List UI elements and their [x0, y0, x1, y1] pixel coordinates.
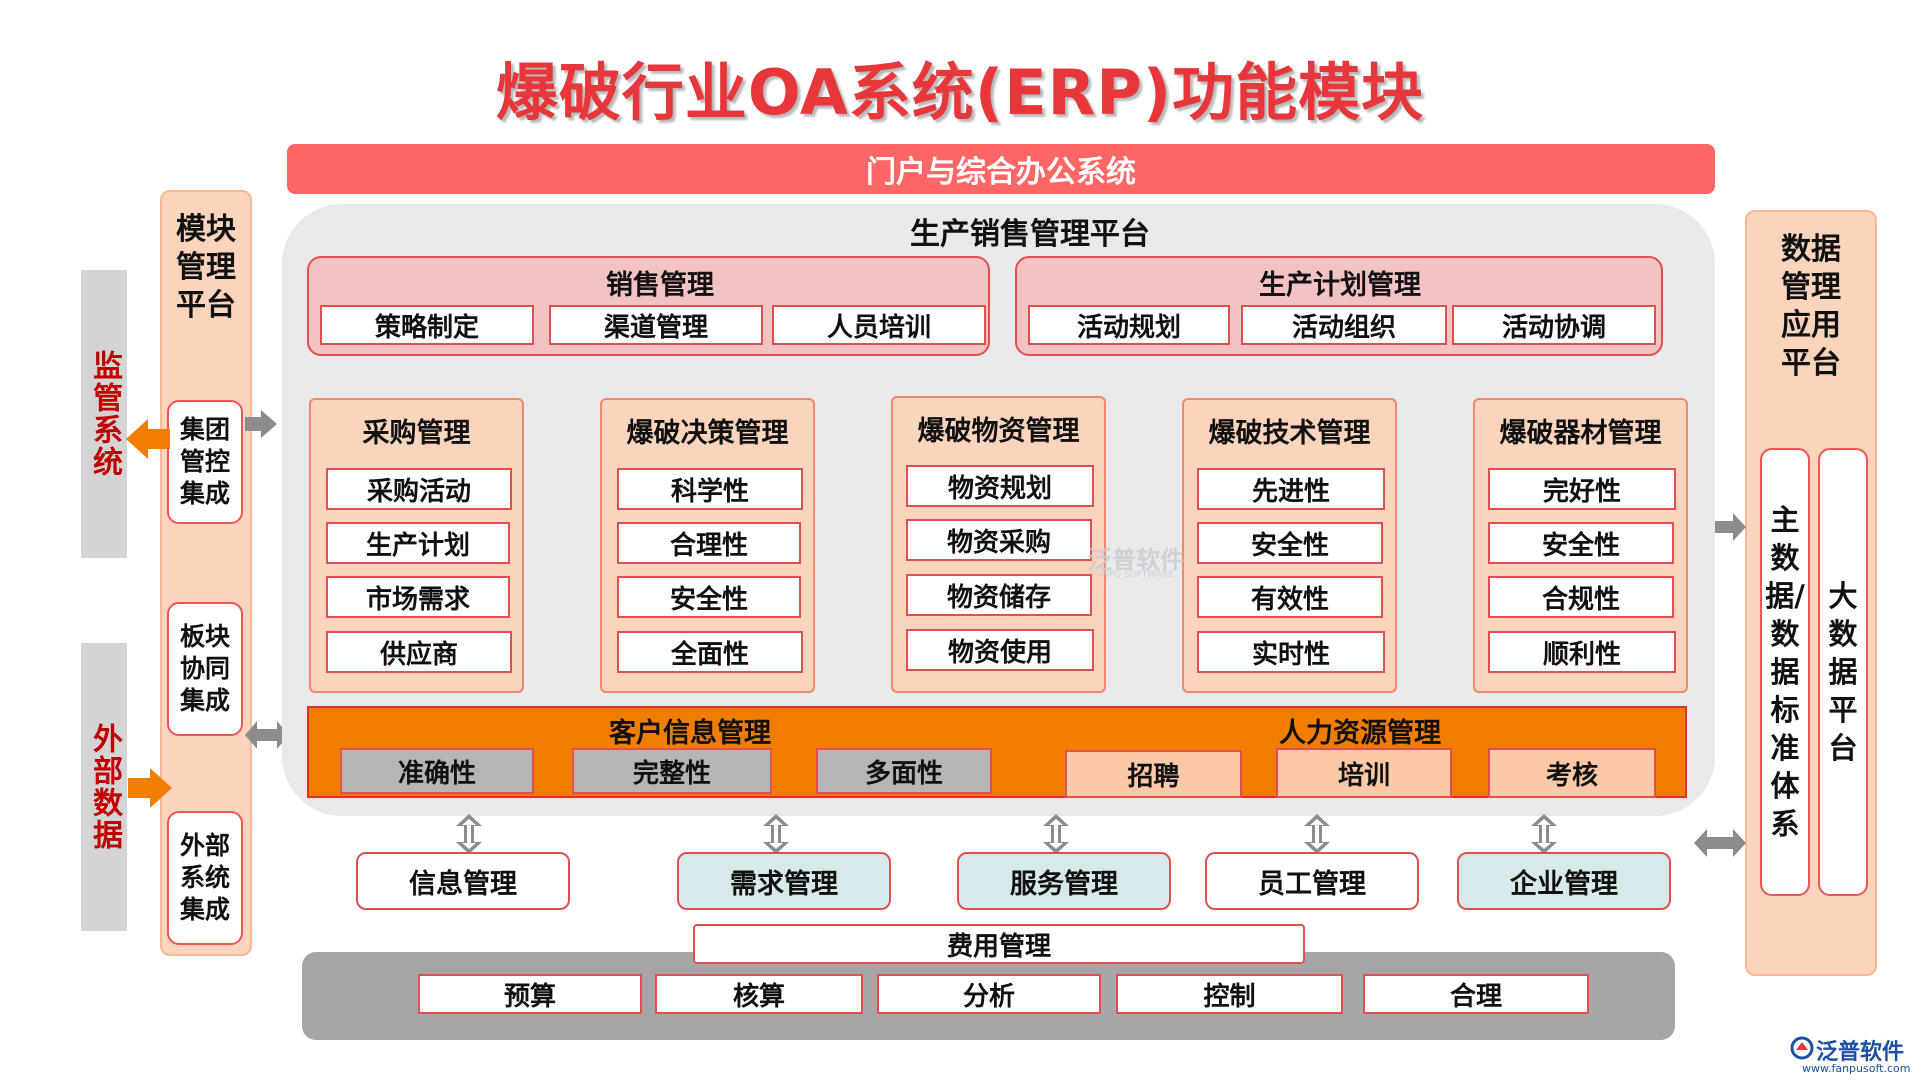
watermark: 泛普软件 FANPU SOFTWARE — [1058, 540, 1208, 590]
fanpu-logo: 泛普软件 www.fanpusoft.com — [1790, 1032, 1918, 1078]
activity-planning: 活动规划 — [1028, 305, 1230, 345]
technology-item-1: 先进性 — [1197, 468, 1385, 510]
double-arrow-sector-icon — [245, 721, 289, 749]
decision-item-3: 安全性 — [617, 576, 801, 618]
cost-reasonable: 合理 — [1363, 974, 1589, 1014]
customer-versatility: 多面性 — [816, 748, 992, 794]
arrow-right-group-icon — [245, 410, 277, 438]
external-system-integration: 外部系统集成 — [167, 811, 243, 945]
enterprise-management: 企业管理 — [1457, 852, 1671, 910]
technology-item-2: 安全性 — [1197, 522, 1383, 564]
blasting-technology-title: 爆破技术管理 — [1208, 417, 1371, 449]
production-sales-platform-title: 生产销售管理平台 — [910, 217, 1150, 252]
watermark-subtext: FANPU SOFTWARE — [1092, 570, 1174, 580]
arrow-left-to-supervision-icon — [126, 419, 170, 459]
production-planning-title: 生产计划管理 — [1259, 269, 1421, 301]
decision-item-2: 合理性 — [617, 522, 801, 564]
watermark-text: 泛普软件 — [1088, 546, 1184, 574]
external-data-bar: 外部数据 — [81, 643, 127, 931]
master-data-standard-system: 主数据/数据标准体系 — [1760, 448, 1810, 896]
equipment-item-1: 完好性 — [1488, 468, 1676, 510]
hr-management-title: 人力资源管理 — [1279, 717, 1441, 749]
procurement-item-4: 供应商 — [326, 631, 512, 673]
sector-collaboration-integration: 板块协同集成 — [167, 602, 243, 736]
hr-recruitment: 招聘 — [1065, 750, 1242, 798]
activity-organization: 活动组织 — [1241, 305, 1447, 345]
procurement-item-1: 采购活动 — [326, 468, 512, 510]
equipment-item-4: 顺利性 — [1488, 631, 1676, 673]
blasting-equipment-title: 爆破器材管理 — [1499, 417, 1662, 449]
decision-item-4: 全面性 — [617, 631, 803, 673]
blasting-materials-title: 爆破物资管理 — [917, 415, 1080, 447]
equipment-item-3: 合规性 — [1488, 576, 1674, 618]
technology-item-4: 实时性 — [1197, 631, 1385, 673]
materials-item-3: 物资储存 — [906, 574, 1092, 616]
information-management: 信息管理 — [356, 852, 570, 910]
strategy-formulation: 策略制定 — [320, 305, 534, 345]
hr-training: 培训 — [1276, 748, 1452, 798]
customer-info-title: 客户信息管理 — [609, 717, 771, 749]
module-platform-title: 模块管理平台 — [176, 212, 236, 323]
big-data-platform: 大数据平台 — [1818, 448, 1868, 896]
data-platform-title: 数据管理应用平台 — [1781, 232, 1841, 381]
page-title: 爆破行业OA系统(ERP)功能模块 — [495, 56, 1425, 129]
customer-accuracy: 准确性 — [340, 748, 534, 794]
materials-item-4: 物资使用 — [906, 629, 1094, 671]
activity-coordination: 活动协调 — [1452, 305, 1656, 345]
personnel-training: 人员培训 — [772, 305, 986, 345]
arrow-right-from-external-data-icon — [128, 768, 172, 808]
group-control-integration: 集团管控集成 — [167, 400, 243, 524]
cost-control: 控制 — [1116, 974, 1343, 1014]
portal-bar: 门户与综合办公系统 — [287, 144, 1715, 194]
equipment-item-2: 安全性 — [1488, 522, 1674, 564]
materials-item-1: 物资规划 — [906, 465, 1094, 507]
procurement-item-3: 市场需求 — [326, 576, 510, 618]
customer-completeness: 完整性 — [572, 748, 772, 794]
double-arrow-info-icon — [456, 814, 482, 854]
decision-item-1: 科学性 — [617, 468, 803, 510]
fanpu-logo-text: 泛普软件 — [1816, 1040, 1905, 1065]
supervision-system-bar: 监管系统 — [81, 270, 127, 558]
cost-management-title: 费用管理 — [693, 924, 1305, 964]
customer-hr-bar — [307, 706, 1687, 798]
technology-item-3: 有效性 — [1197, 576, 1383, 618]
double-arrow-service-icon — [1043, 814, 1069, 854]
double-arrow-enterprise-icon — [1531, 814, 1557, 854]
procurement-management-title: 采购管理 — [362, 417, 471, 449]
double-arrow-demand-icon — [763, 814, 789, 854]
fanpu-logo-url: www.fanpusoft.com — [1802, 1062, 1911, 1075]
double-arrow-bottom-data-icon — [1694, 829, 1746, 857]
blasting-decision-title: 爆破决策管理 — [626, 417, 789, 449]
cost-analysis: 分析 — [877, 974, 1101, 1014]
employee-management: 员工管理 — [1205, 852, 1419, 910]
double-arrow-employee-icon — [1304, 814, 1330, 854]
fanpu-logo-icon — [1790, 1036, 1814, 1060]
channel-management: 渠道管理 — [549, 305, 763, 345]
cost-accounting: 核算 — [655, 974, 863, 1014]
hr-assessment: 考核 — [1488, 748, 1656, 798]
cost-budget: 预算 — [418, 974, 642, 1014]
materials-item-2: 物资采购 — [906, 519, 1092, 561]
sales-management-title: 销售管理 — [606, 269, 714, 301]
demand-management: 需求管理 — [677, 852, 891, 910]
service-management: 服务管理 — [957, 852, 1171, 910]
procurement-item-2: 生产计划 — [326, 522, 510, 564]
